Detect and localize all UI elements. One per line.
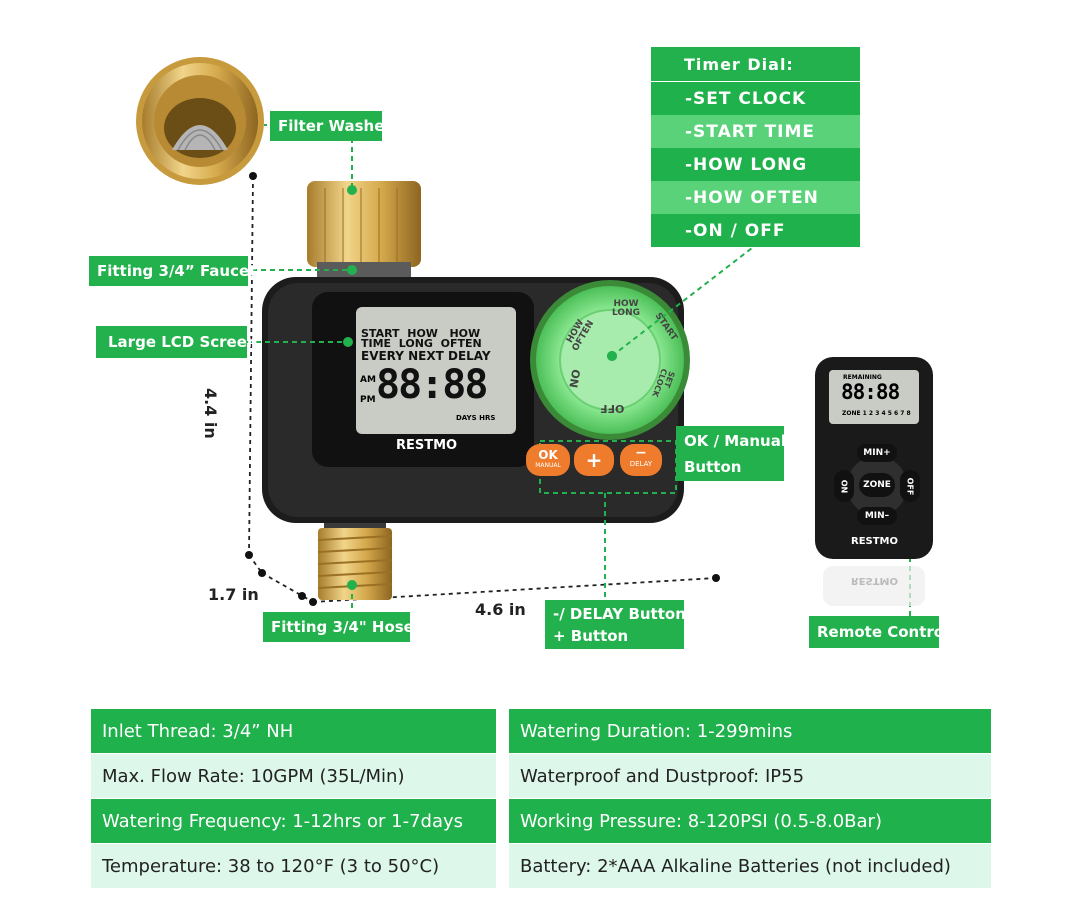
delay-button-label: DELAY [629,460,653,468]
lcd-days-hrs: DAYS HRS [456,414,496,422]
remote-control-label: Remote Control [809,616,949,648]
dial-how-long: HOW LONG [612,299,640,318]
spec-cell: Waterproof and Dustproof: IP55 [509,754,991,798]
spec-cell: Watering Duration: 1-299mins [509,709,991,753]
lcd-how-label-2: HOW [449,327,481,340]
remote-zone-button[interactable]: ZONE [859,473,895,497]
minus-button-label: − [635,445,647,461]
lcd-how-label: HOW [407,327,438,340]
remote-reflection: RESTMO [851,575,899,586]
remote-off-label: OFF [905,477,915,495]
remote-zone-row: ZONE 1 2 3 4 5 6 7 8 [842,410,911,417]
plus-button-label: + [585,448,603,472]
remote-brand: RESTMO [851,536,899,547]
delay-button[interactable]: − DELAY [620,444,662,476]
remote-min-plus-label: MIN+ [863,448,891,458]
depth-dimension: 1.7 in [208,585,259,604]
remote-off-button[interactable]: OFF [900,470,920,502]
remote-min-plus-button[interactable]: MIN+ [857,444,897,462]
spec-cell: Temperature: 38 to 120°F (3 to 50°C) [91,844,496,888]
lcd-screen-label: Large LCD Screen [96,326,258,358]
delay-label-line2: + Button [553,626,629,645]
lcd-start-label: START [361,327,400,340]
delay-button-label-box: -/ DELAY Button + Button [545,600,686,649]
spec-cell: Max. Flow Rate: 10GPM (35L/Min) [91,754,496,798]
timer-dial-item: -ON / OFF [651,214,860,247]
ok-manual-label: OK / Manual Button [676,426,786,481]
fitting-faucet-label: Fitting 3/4” Faucet [89,256,256,286]
plus-button[interactable]: + [574,444,614,476]
lcd-digits: 88:88 [376,362,488,408]
lcd-often-label: OFTEN [440,337,482,350]
width-dimension: 4.6 in [475,600,526,619]
lcd-screen: START HOW HOW TIME LONG OFTEN EVERY NEXT… [356,307,516,434]
remote-on-button[interactable]: ON [834,470,854,502]
lcd-time-label: TIME [361,337,392,350]
ok-button-label: OK [538,448,558,462]
delay-label-line1: -/ DELAY Button [553,604,686,623]
remote-digits: 88:88 [841,380,900,404]
timer-dial-item: -START TIME [651,115,860,148]
ok-manual-label-line2: Button [684,457,742,476]
timer-dial-item: -HOW LONG [651,148,860,181]
lcd-am: AM [360,375,376,385]
spec-cell: Battery: 2*AAA Alkaline Batteries (not i… [509,844,991,888]
timer-dial-title: Timer Dial: [651,47,860,81]
height-dimension: 4.4 in [201,388,220,439]
remote-remaining: REMAINING [843,374,882,381]
remote-min-minus-button[interactable]: MIN– [857,507,897,525]
ok-manual-button[interactable]: OK MANUAL [526,444,570,476]
lcd-header: EVERY NEXT DELAY [361,349,491,363]
spec-cell: Working Pressure: 8-120PSI (0.5-8.0Bar) [509,799,991,843]
remote-zone-label: ZONE [863,480,891,490]
remote-lcd: REMAINING 88:88 ZONE 1 2 3 4 5 6 7 8 [829,370,919,424]
dial-off: OFF [600,402,625,415]
top-brass-fitting [307,181,421,278]
filter-washer-image [136,57,264,185]
timer-dial-item: -HOW OFTEN [651,181,860,214]
ok-manual-label-line1: OK / Manual [684,431,786,450]
filter-washer-label: Filter Washer [270,111,392,141]
remote-on-label: ON [839,479,849,493]
manual-button-label: MANUAL [535,462,561,469]
timer-dial-item: -SET CLOCK [651,82,860,115]
remote-min-minus-label: MIN– [864,511,890,521]
lcd-long-label: LONG [398,337,433,350]
spec-cell: Watering Frequency: 1-12hrs or 1-7days [91,799,496,843]
fitting-hose-label: Fitting 3/4" Hose [263,612,414,642]
device-brand: RESTMO [396,438,458,453]
lcd-pm: PM [360,395,376,405]
spec-cell: Inlet Thread: 3/4” NH [91,709,496,753]
